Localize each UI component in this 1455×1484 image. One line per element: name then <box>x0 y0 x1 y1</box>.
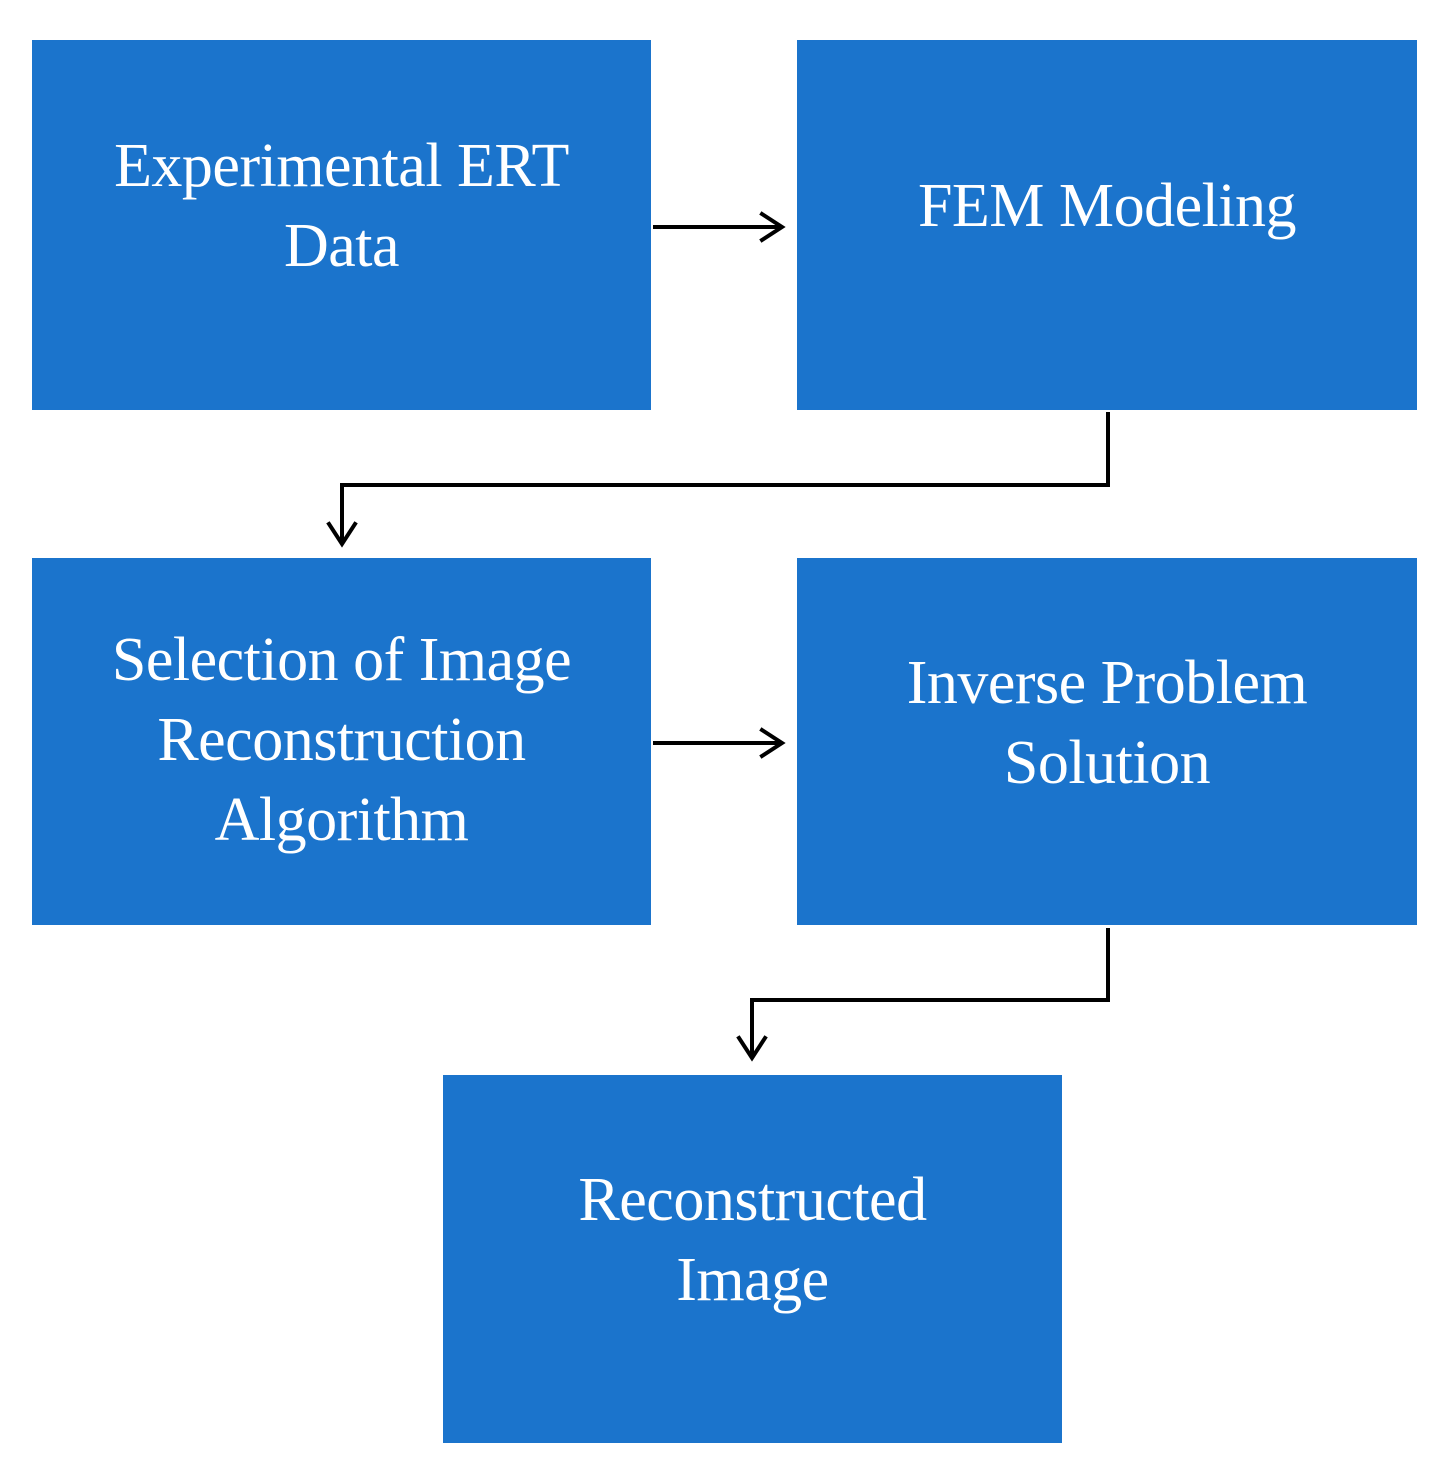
node-label-line: Selection of Image <box>111 625 572 694</box>
arrow-ert-to-fem <box>653 211 786 243</box>
node-label-line: Solution <box>1003 728 1211 797</box>
node-label-line: Image <box>676 1246 829 1314</box>
arrow-inverse-to-reconstructed <box>736 928 1110 1062</box>
node-reconstructed-image: Reconstructed Image <box>443 1075 1062 1443</box>
node-selection-algorithm: Selection of Image Reconstruction Algori… <box>32 558 651 925</box>
node-label: FEM Modeling <box>917 166 1297 246</box>
node-label: Reconstructed Image <box>578 1160 927 1320</box>
node-label: Inverse Problem Solution <box>907 643 1308 803</box>
node-inverse-problem: Inverse Problem Solution <box>797 558 1417 925</box>
node-experimental-ert-data: Experimental ERT Data <box>32 40 651 410</box>
node-fem-modeling: FEM Modeling <box>797 40 1417 410</box>
node-label-line: Reconstructed <box>578 1166 927 1234</box>
node-label-line: Algorithm <box>214 785 469 854</box>
node-label: Selection of Image Reconstruction Algori… <box>111 620 572 860</box>
node-label: Experimental ERT Data <box>114 126 569 286</box>
node-label-line: Inverse Problem <box>906 648 1308 717</box>
arrow-fem-to-selection <box>326 412 1110 548</box>
node-label-line: Experimental ERT <box>114 132 569 200</box>
node-label-line: FEM Modeling <box>917 172 1297 240</box>
node-label-line: Data <box>283 212 400 280</box>
arrow-selection-to-inverse <box>653 727 786 759</box>
node-label-line: Reconstruction <box>157 705 526 774</box>
